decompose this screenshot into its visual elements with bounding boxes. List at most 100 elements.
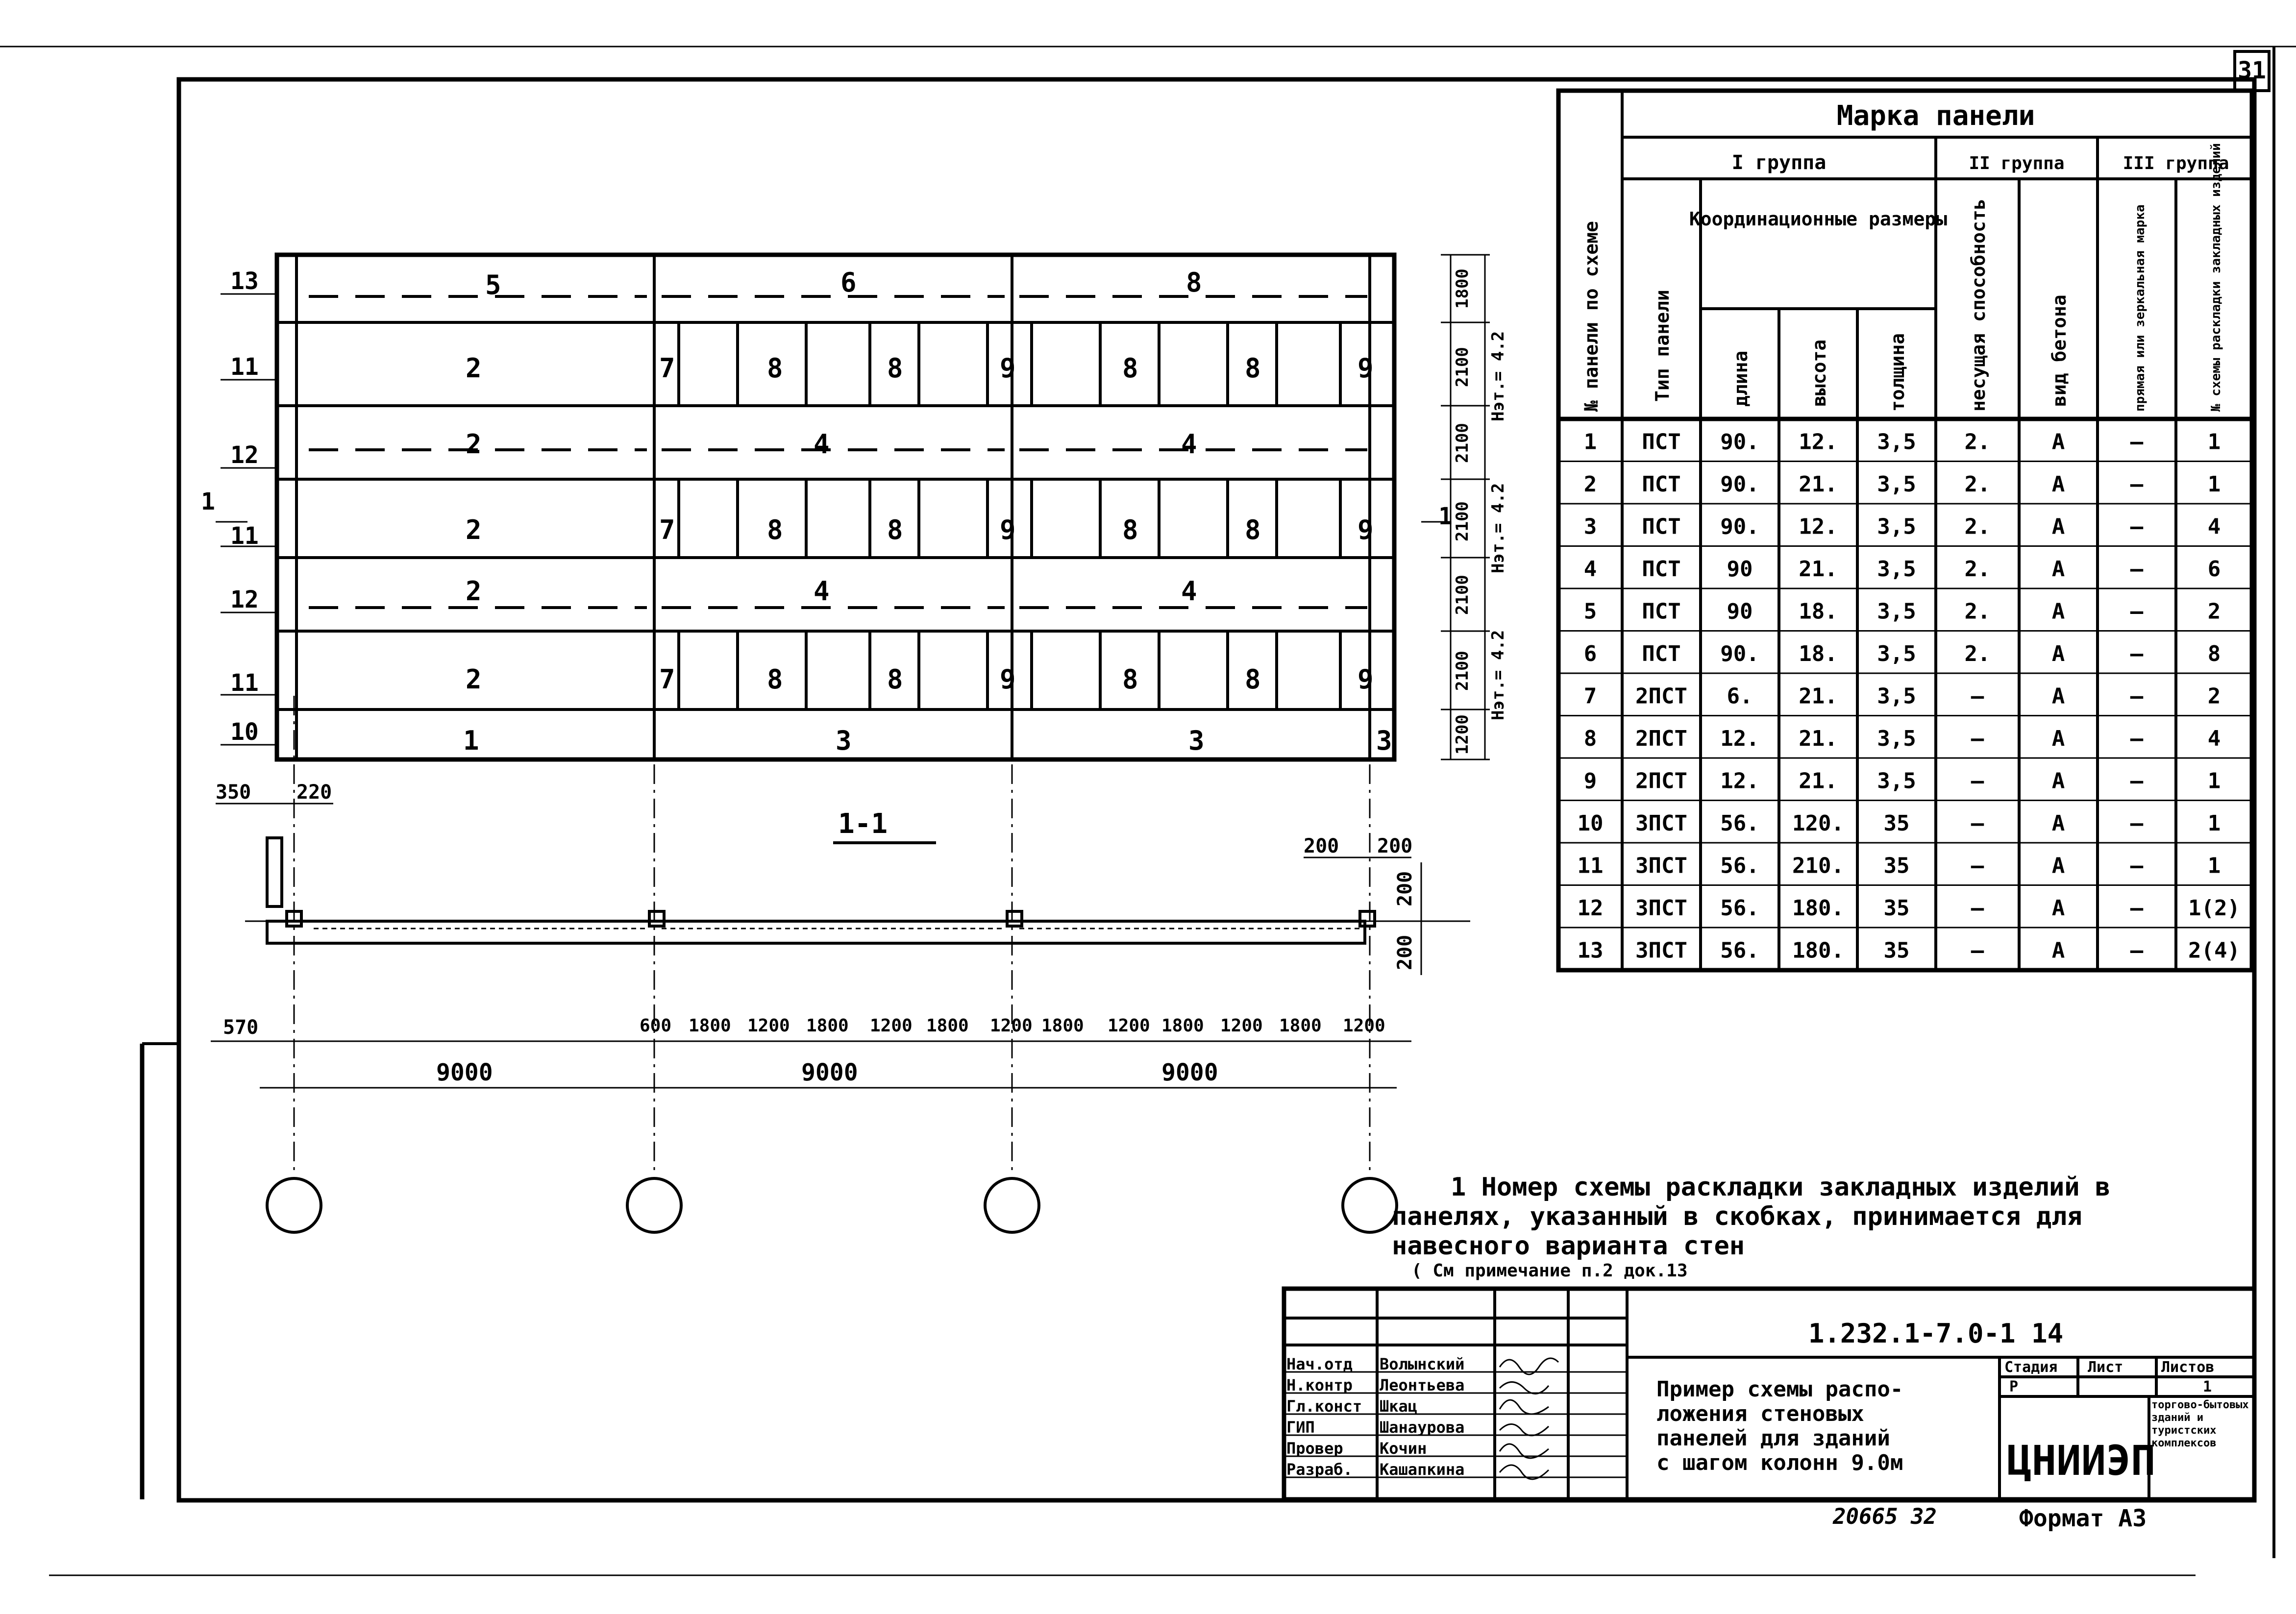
svg-text:8: 8 (767, 664, 783, 695)
svg-text:1800: 1800 (806, 1016, 849, 1036)
table-cell: 12 (1578, 896, 1604, 921)
svg-text:13: 13 (230, 268, 259, 295)
svg-text:Лист: Лист (2088, 1359, 2123, 1376)
table-cell: 21. (1799, 726, 1837, 751)
table-cell: 35 (1884, 854, 1910, 879)
table-cell: ПСТ (1642, 514, 1680, 539)
svg-text:ГИП: ГИП (1286, 1418, 1315, 1437)
svg-text:20665 32: 20665 32 (1832, 1504, 1937, 1529)
table-cell: А (2052, 726, 2065, 751)
svg-text:Листов: Листов (2161, 1359, 2214, 1376)
svg-text:панелей для зданий: панелей для зданий (1656, 1426, 1890, 1451)
svg-text:Р: Р (2009, 1378, 2018, 1395)
table-cell: – (1971, 811, 1984, 836)
svg-text:2: 2 (466, 429, 482, 460)
svg-text:навесного варианта стен: навесного варианта стен (1392, 1231, 1745, 1261)
table-cell: А (2052, 514, 2065, 539)
svg-text:1800: 1800 (1161, 1016, 1204, 1036)
table-cell: 6 (2208, 557, 2221, 582)
svg-text:3: 3 (1188, 725, 1205, 756)
table-cell: 4 (2208, 726, 2221, 751)
svg-text:6: 6 (840, 267, 857, 298)
table-cell: 2. (1965, 514, 1991, 539)
table-cell: А (2052, 684, 2065, 709)
elevation-outline (274, 252, 1397, 762)
table-cell: – (1971, 854, 1984, 879)
svg-text:2: 2 (466, 664, 482, 695)
svg-text:9: 9 (1000, 353, 1016, 384)
table-cell: 11 (1578, 854, 1604, 879)
table-cell: А (2052, 854, 2065, 879)
table-cell: 3,5 (1877, 641, 1916, 666)
svg-text:8: 8 (1122, 514, 1138, 545)
table-cell: А (2052, 641, 2065, 666)
table-cell: – (2130, 726, 2144, 751)
table-cell: – (2130, 854, 2144, 879)
table-cell: 90 (1727, 557, 1753, 582)
table-cell: – (2130, 430, 2144, 455)
svg-text:9000: 9000 (1161, 1059, 1218, 1086)
table-cell: 3,5 (1877, 557, 1916, 582)
svg-text:9: 9 (1358, 514, 1374, 545)
pier-lines (677, 322, 1342, 709)
table-cell: 1 (2208, 811, 2221, 836)
svg-text:с шагом колонн 9.0м: с шагом колонн 9.0м (1656, 1450, 1903, 1475)
svg-text:4: 4 (1181, 576, 1197, 607)
table-cell: 1(2) (2188, 896, 2240, 921)
table-cell: 12. (1799, 514, 1837, 539)
table-cell: 21. (1799, 557, 1837, 582)
svg-text:8: 8 (767, 514, 783, 545)
svg-text:№ схемы раскладки закладных из: № схемы раскладки закладных изделий (2209, 143, 2223, 412)
table-cell: – (2130, 896, 2144, 921)
svg-text:11: 11 (230, 353, 259, 381)
table-cell: 90. (1720, 514, 1759, 539)
svg-text:12: 12 (230, 441, 259, 469)
table-cell: – (1971, 684, 1984, 709)
svg-text:Нач.отд: Нач.отд (1286, 1355, 1353, 1373)
svg-text:9: 9 (1358, 353, 1374, 384)
table-cell: 2ПСТ (1635, 769, 1687, 794)
table-cell: ПСТ (1642, 599, 1680, 624)
svg-text:220: 220 (296, 781, 332, 804)
org-subtitle: торгово-бытовых зданий и туристских комп… (2151, 1399, 2249, 1449)
svg-text:1800: 1800 (1453, 269, 1472, 309)
section-1-1: 1-1 350 220 200 200 200 200 (216, 781, 1470, 975)
table-cell: 12. (1799, 430, 1837, 455)
table-cell: 120. (1792, 811, 1844, 836)
table-cell: – (2130, 472, 2144, 497)
svg-text:3: 3 (836, 725, 852, 756)
height-dimensions: 1800 2100 2100 2100 2100 2100 1200 Нэт.=… (1441, 254, 1508, 760)
org-logo: ЦНИИЭП (2007, 1437, 2155, 1485)
table-cell: А (2052, 430, 2065, 455)
table-cell: 12. (1720, 726, 1759, 751)
svg-text:10: 10 (230, 718, 259, 746)
table-cell: 90. (1720, 430, 1759, 455)
svg-text:Шкац: Шкац (1380, 1397, 1417, 1416)
axis-markers (266, 1177, 1398, 1234)
table-cell: 6. (1727, 684, 1753, 709)
svg-text:8: 8 (767, 353, 783, 384)
table-cell: 2(4) (2188, 938, 2240, 963)
table-cell: ПСТ (1642, 641, 1680, 666)
note: 1 Номер схемы раскладки закладных издели… (1392, 1173, 2110, 1281)
svg-text:высота: высота (1808, 340, 1830, 407)
table-cell: 35 (1884, 811, 1910, 836)
svg-text:Гл.конст: Гл.конст (1286, 1397, 1362, 1416)
title-block: Нач.отд Н.контр Гл.конст ГИП Провер Разр… (1282, 1286, 2257, 1532)
table-cell: 3,5 (1877, 726, 1916, 751)
svg-text:2: 2 (466, 353, 482, 384)
svg-text:I группа: I группа (1732, 151, 1827, 174)
svg-text:ложения стеновых: ложения стеновых (1656, 1401, 1864, 1426)
table-cell: 3,5 (1877, 472, 1916, 497)
svg-text:8: 8 (887, 664, 903, 695)
table-cell: 12. (1720, 769, 1759, 794)
table-cell: 2 (2208, 684, 2221, 709)
table-cell: 21. (1799, 684, 1837, 709)
table-cell: 18. (1799, 599, 1837, 624)
svg-text:Волынский: Волынский (1380, 1355, 1464, 1373)
svg-text:Шанаурова: Шанаурова (1380, 1418, 1464, 1437)
table-cell: 180. (1792, 938, 1844, 963)
svg-text:2: 2 (466, 514, 482, 545)
table-cell: А (2052, 938, 2065, 963)
